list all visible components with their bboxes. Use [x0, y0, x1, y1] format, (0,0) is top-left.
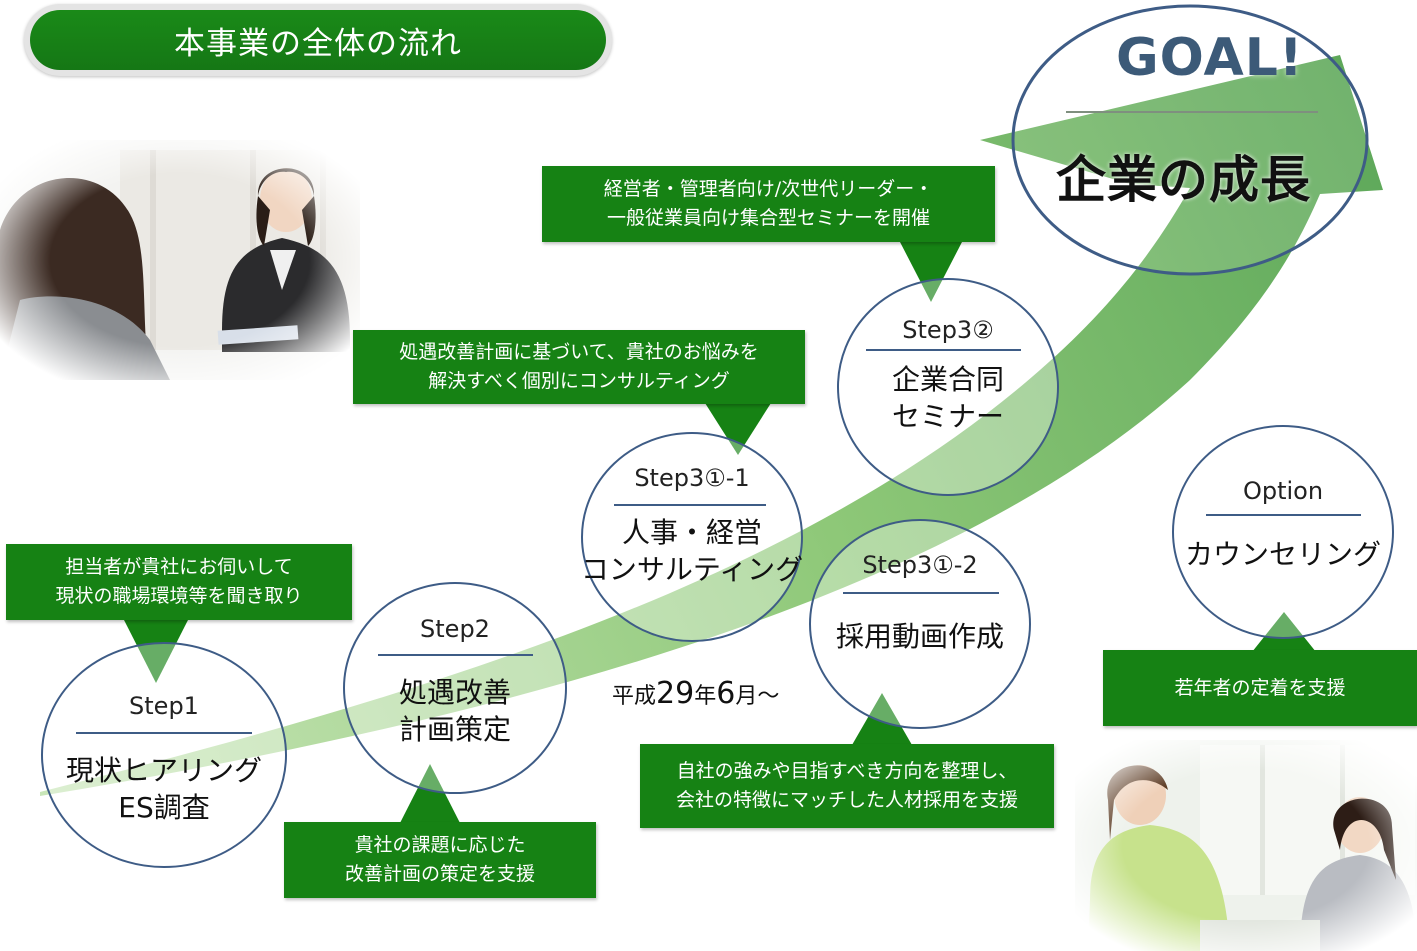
date-month: 6 [716, 676, 736, 711]
date-month-unit: 月～ [735, 684, 780, 709]
callout-step1-line1: 担当者が貴社にお伺いして [65, 556, 293, 578]
callout-pointer-step3-1-1 [705, 403, 771, 455]
step2-name: 処遇改善 計画策定 [345, 674, 565, 748]
option-label: Option [1242, 477, 1324, 505]
callout-step2: 貴社の課題に応じた 改善計画の策定を支援 [284, 822, 596, 898]
step3-2-name-line1: 企業合同 [891, 363, 1004, 396]
step3-1-1-label: Step3①-1 [634, 464, 750, 492]
page-title: 本事業の全体の流れ [30, 10, 606, 70]
callout-pointer-option [1252, 612, 1316, 652]
step3-1-2-label: Step3①-2 [862, 551, 978, 579]
callout-step3-2-line2: 一般従業員向け集合型セミナーを開催 [606, 207, 930, 229]
step1-name: 現状ヒアリング ES調査 [44, 752, 284, 826]
growth-arrow [40, 55, 1383, 796]
date-era: 平成 [612, 684, 657, 709]
step3-1-1-name-line2: コンサルティング [580, 553, 804, 586]
date-year: 29 [656, 676, 695, 711]
callout-step3-1-2-line2: 会社の特徴にマッチした人材採用を支援 [675, 789, 1018, 811]
step3-2-name: 企業合同 セミナー [838, 361, 1058, 435]
step3-2-name-line2: セミナー [891, 400, 1004, 433]
callout-step1-line2: 現状の職場環境等を聞き取り [55, 585, 303, 607]
callout-pointer-step2 [400, 764, 460, 823]
callout-step3-1-1: 処遇改善計画に基づいて、貴社のお悩みを 解決すべく個別にコンサルティング [353, 330, 805, 404]
step3-1-2-name: 採用動画作成 [810, 618, 1030, 655]
step1-name-line2: ES調査 [118, 791, 210, 824]
callout-pointer-step1 [124, 620, 188, 683]
callout-step2-line2: 改善計画の策定を支援 [344, 863, 535, 885]
callout-step3-1-2-line1: 自社の強みや目指すべき方向を整理し、 [676, 760, 1018, 782]
callout-option-line1: 若年者の定着を支援 [1174, 676, 1346, 699]
step1-label: Step1 [129, 692, 199, 720]
callout-step2-line1: 貴社の課題に応じた [354, 834, 526, 856]
callout-step3-1-2: 自社の強みや目指すべき方向を整理し、 会社の特徴にマッチした人材採用を支援 [640, 744, 1054, 828]
step2-circle [343, 582, 567, 794]
step3-1-1-name: 人事・経営 コンサルティング [572, 514, 812, 588]
callout-step1: 担当者が貴社にお伺いして 現状の職場環境等を聞き取り [6, 544, 352, 620]
step3-1-1-name-line1: 人事・経営 [621, 516, 762, 549]
callout-pointer-step3-1-2 [852, 693, 912, 745]
consultation-photo [0, 140, 360, 380]
step1-name-line1: 現状ヒアリング [65, 754, 262, 787]
step2-name-line2: 計画策定 [398, 713, 511, 746]
callout-step3-2: 経営者・管理者向け/次世代リーダー・ 一般従業員向け集合型セミナーを開催 [542, 166, 995, 242]
step3-1-1-circle [581, 432, 803, 642]
step3-1-2-name-line1: 採用動画作成 [835, 620, 1004, 653]
date-year-unit: 年 [694, 684, 717, 709]
goal-ellipse [1011, 4, 1369, 276]
goal-subtitle: 企業の成長 [1056, 151, 1311, 209]
goal-title: GOAL! [1116, 28, 1304, 88]
callout-step3-2-line1: 経営者・管理者向け/次世代リーダー・ [603, 178, 934, 200]
step2-name-line1: 処遇改善 [398, 676, 511, 709]
counseling-photo [1075, 740, 1417, 951]
step3-1-2-circle [809, 519, 1031, 729]
option-name: カウンセリング [1173, 536, 1393, 573]
callout-pointer-step3-2 [900, 242, 962, 302]
step3-2-circle [837, 278, 1059, 496]
step1-circle [41, 642, 287, 868]
option-circle [1172, 425, 1394, 639]
start-date: 平成29年6月～ [612, 676, 779, 711]
option-name-line1: カウンセリング [1184, 538, 1381, 571]
callout-step3-1-1-line1: 処遇改善計画に基づいて、貴社のお悩みを [399, 341, 759, 363]
callout-option: 若年者の定着を支援 [1103, 650, 1417, 726]
header-pill: 本事業の全体の流れ [24, 4, 612, 76]
step3-2-label: Step3② [902, 316, 994, 344]
callout-step3-1-1-line2: 解決すべく個別にコンサルティング [428, 370, 730, 392]
step2-label: Step2 [420, 615, 490, 643]
